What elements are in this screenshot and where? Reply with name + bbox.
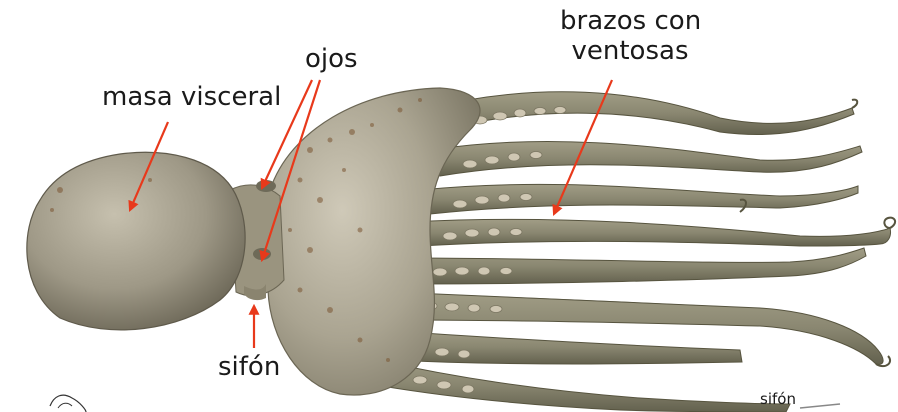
label-visceral-mass: masa visceral [102, 82, 281, 112]
small-arrow [800, 404, 840, 408]
label-arms-line1: brazos con [560, 6, 700, 36]
arm-4 [410, 219, 891, 246]
mantle [27, 152, 245, 330]
label-arms-line2: ventosas [560, 36, 700, 66]
arm-7 [380, 330, 742, 364]
label-siphon-small: sifón [760, 390, 796, 408]
arm-5 [400, 248, 866, 284]
label-siphon: sifón [218, 352, 280, 382]
label-eyes: ojos [305, 44, 358, 74]
label-arms: brazos con ventosas [560, 6, 700, 66]
arm-1 [420, 92, 854, 135]
